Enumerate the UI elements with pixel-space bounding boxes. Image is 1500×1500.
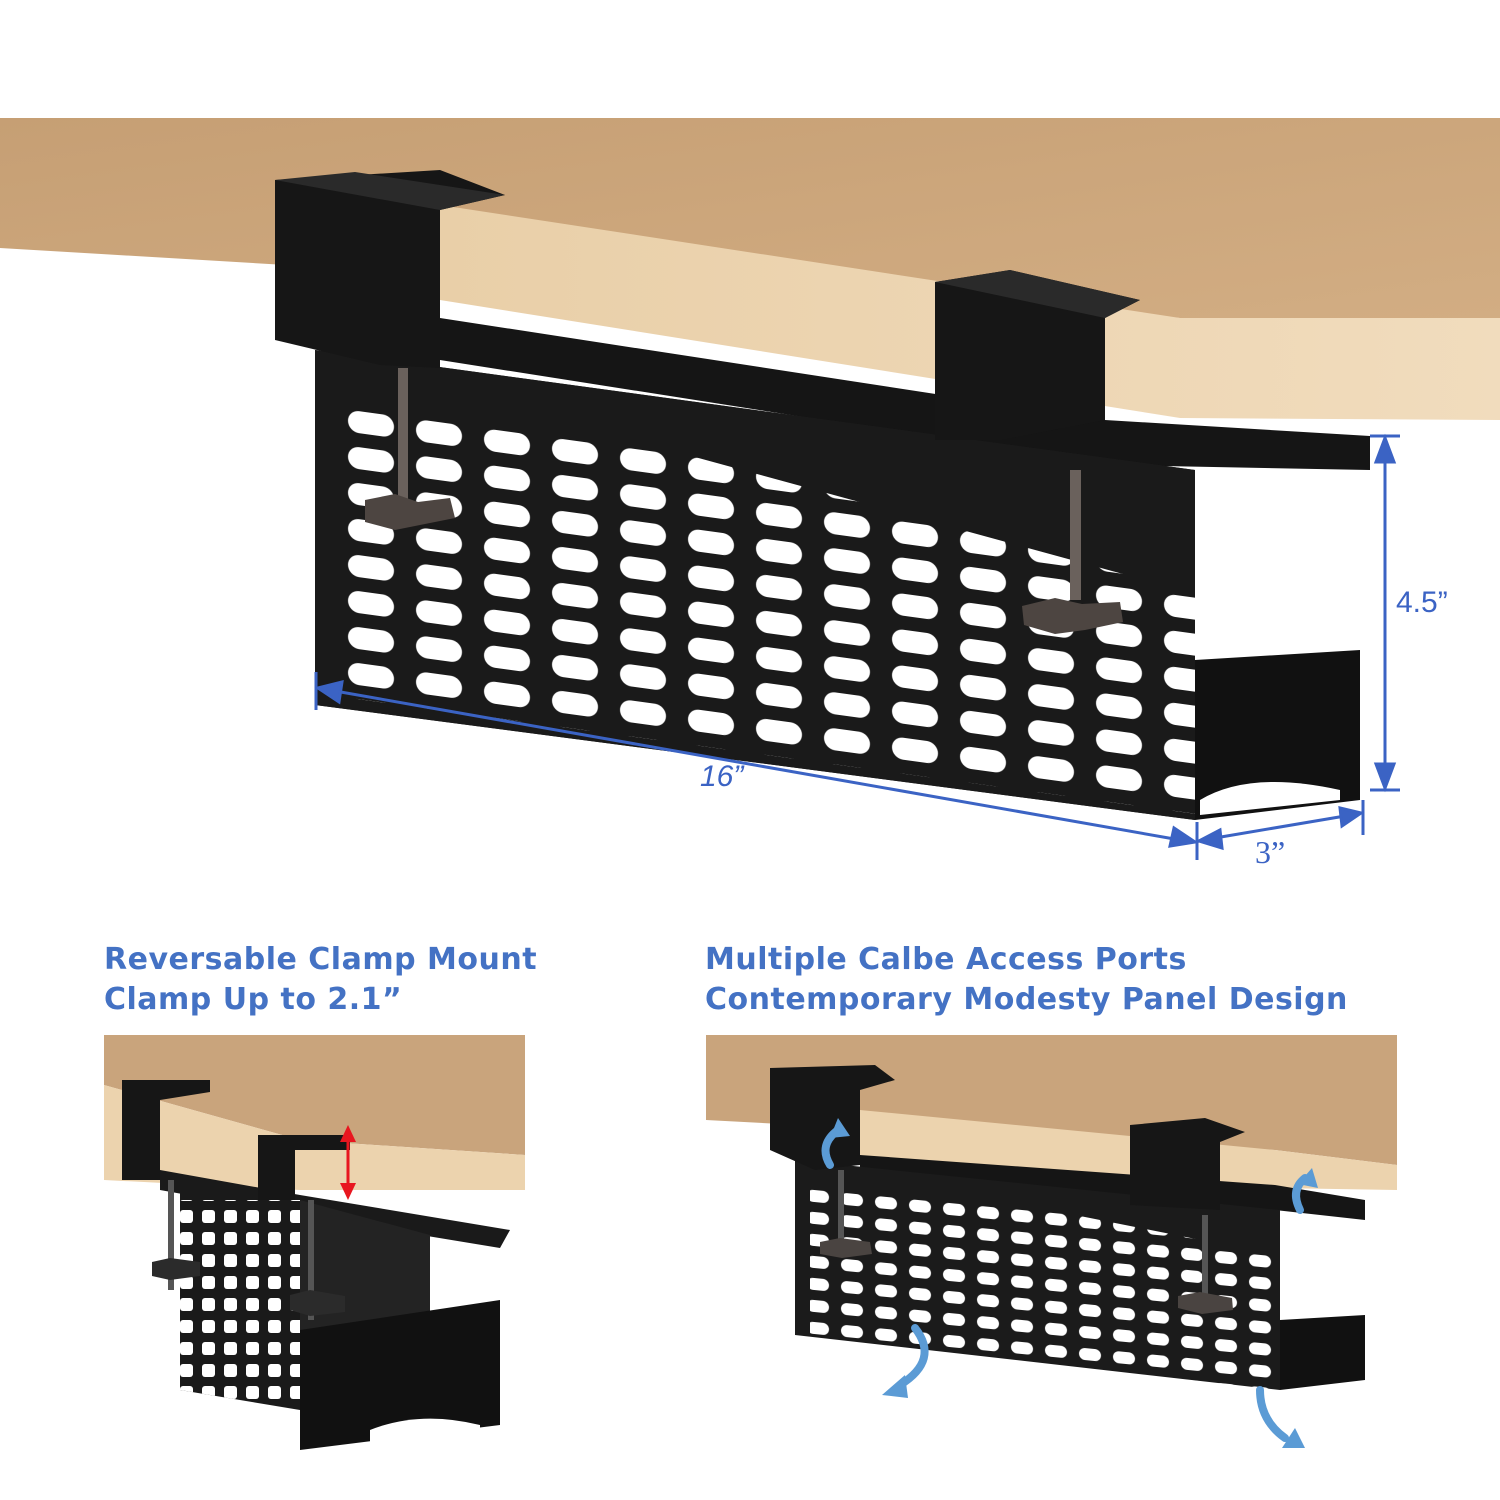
left-feature-caption: Reversable Clamp Mount Clamp Up to 2.1” (104, 940, 537, 1020)
tray-bottom (1195, 650, 1360, 820)
depth-dimension-label: 3” (1255, 834, 1286, 870)
left-clamp-bracket (275, 170, 505, 368)
left-caption-line1: Reversable Clamp Mount (104, 942, 538, 977)
right-caption-line1: Multiple Calbe Access Ports (705, 942, 1187, 977)
main-product-illustration: 4.5” 16” 3” (0, 118, 1500, 870)
dimension-lines (314, 433, 1400, 860)
perforated-panel (315, 350, 1195, 820)
height-dimension-label: 4.5” (1396, 586, 1448, 619)
right-caption-line2: Contemporary Modesty Panel Design (705, 982, 1348, 1017)
tray-top-rail (440, 318, 1370, 470)
clamp-mount-svg (104, 1035, 525, 1450)
clamp-mount-illustration (0, 1030, 560, 1470)
right-desk-edge (860, 1110, 1397, 1190)
right-clamp-screw (1022, 470, 1123, 634)
left-desk-top (104, 1035, 525, 1155)
access-ports-illustration (700, 1030, 1420, 1500)
left-desk-edge (104, 1085, 525, 1190)
right-clamp-bracket (935, 270, 1140, 440)
left-caption-line2: Clamp Up to 2.1” (104, 982, 403, 1017)
left-clamp-screw (365, 368, 455, 530)
double-arrow-icon (340, 1125, 356, 1200)
right-feature-caption: Multiple Calbe Access Ports Contemporary… (705, 940, 1348, 1020)
main-product-svg (0, 118, 1500, 860)
curved-arrow-heads (830, 1118, 1318, 1448)
access-ports-svg (706, 1035, 1397, 1448)
length-dimension-label: 16” (700, 760, 744, 793)
